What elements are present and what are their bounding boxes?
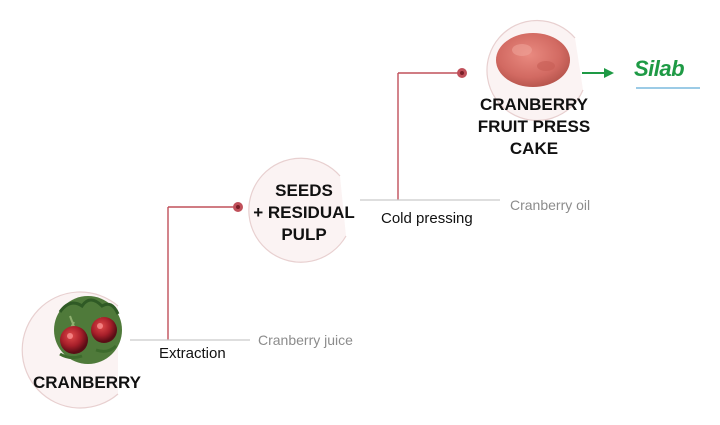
press-cake-label-line2: FRUIT PRESS xyxy=(477,117,591,136)
arrow-to-silab xyxy=(582,68,614,78)
seeds-label: SEEDS + RESIDUAL PULP xyxy=(248,180,360,246)
seeds-node-circle xyxy=(248,157,347,263)
silab-logo: Silab xyxy=(634,56,698,92)
byproduct-juice: Cranberry juice xyxy=(258,332,353,348)
press-cake-label: CRANBERRY FRUIT PRESS CAKE xyxy=(464,94,604,160)
step-extraction: Extraction xyxy=(159,345,226,362)
press-cake-label-line3: CAKE xyxy=(509,139,559,158)
powder-image xyxy=(496,33,570,87)
byproduct-oil: Cranberry oil xyxy=(510,197,591,213)
connector-cold-pressing xyxy=(397,68,467,200)
press-cake-label-line1: CRANBERRY xyxy=(480,95,588,114)
seeds-label-line2: + RESIDUAL xyxy=(253,203,355,222)
connector-extraction xyxy=(167,202,243,340)
cranberry-label: CRANBERRY xyxy=(33,373,141,392)
step-cold-pressing: Cold pressing xyxy=(381,210,473,227)
seeds-label-line1: SEEDS xyxy=(275,181,333,200)
seeds-label-line3: PULP xyxy=(281,225,327,244)
cranberry-photo xyxy=(54,296,122,364)
silab-logo-text: Silab xyxy=(634,56,685,81)
